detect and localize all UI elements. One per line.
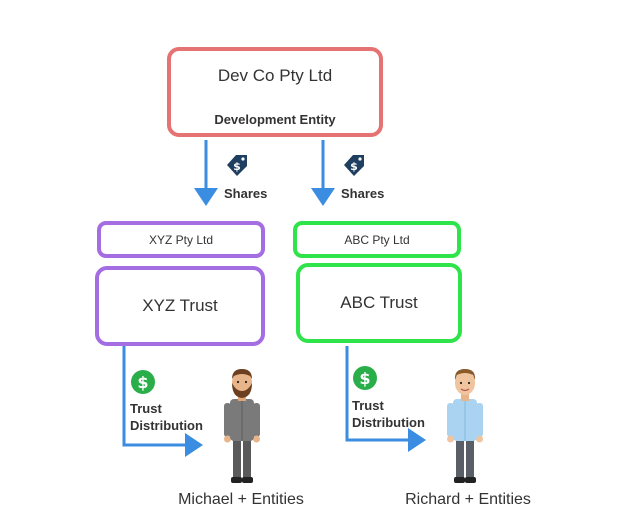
beneficiary-label-left: Michael + Entities <box>178 491 304 508</box>
shares-label-right: Shares <box>341 186 385 201</box>
distribution-label-left-2: Distribution <box>130 418 203 433</box>
xyz-trust-box: XYZ Trust <box>95 266 265 346</box>
dollar-circle-icon: $ <box>131 370 155 394</box>
svg-text:$: $ <box>350 160 358 173</box>
svg-text:$: $ <box>137 373 148 392</box>
svg-text:$: $ <box>233 160 241 173</box>
xyz-company-box: XYZ Pty Ltd <box>97 221 265 258</box>
person-icon <box>224 369 260 483</box>
dollar-circle-icon: $ <box>353 366 377 390</box>
dev-co-box <box>167 47 383 137</box>
abc-trust-box: ABC Trust <box>296 263 462 343</box>
distribution-label-left-1: Trust <box>130 401 162 416</box>
abc-trust-label: ABC Trust <box>340 293 418 312</box>
dollar-tag-icon: $ <box>344 155 364 176</box>
beneficiary-label-right: Richard + Entities <box>405 491 531 508</box>
shares-label-left: Shares <box>224 186 268 201</box>
svg-text:$: $ <box>359 369 370 388</box>
distribution-arrow-right <box>345 346 426 452</box>
dev-co-role: Development Entity <box>214 112 336 127</box>
abc-company-box: ABC Pty Ltd <box>293 221 461 258</box>
dollar-tag-icon: $ <box>227 155 247 176</box>
distribution-label-right-2: Distribution <box>352 415 425 430</box>
xyz-company-label: XYZ Pty Ltd <box>148 232 214 247</box>
abc-company-label: ABC Pty Ltd <box>344 232 410 247</box>
person-icon <box>447 369 483 483</box>
distribution-arrow-left <box>122 346 203 457</box>
xyz-trust-label: XYZ Trust <box>142 296 218 315</box>
dev-co-name: Dev Co Pty Ltd <box>217 66 333 85</box>
distribution-label-right-1: Trust <box>352 398 384 413</box>
